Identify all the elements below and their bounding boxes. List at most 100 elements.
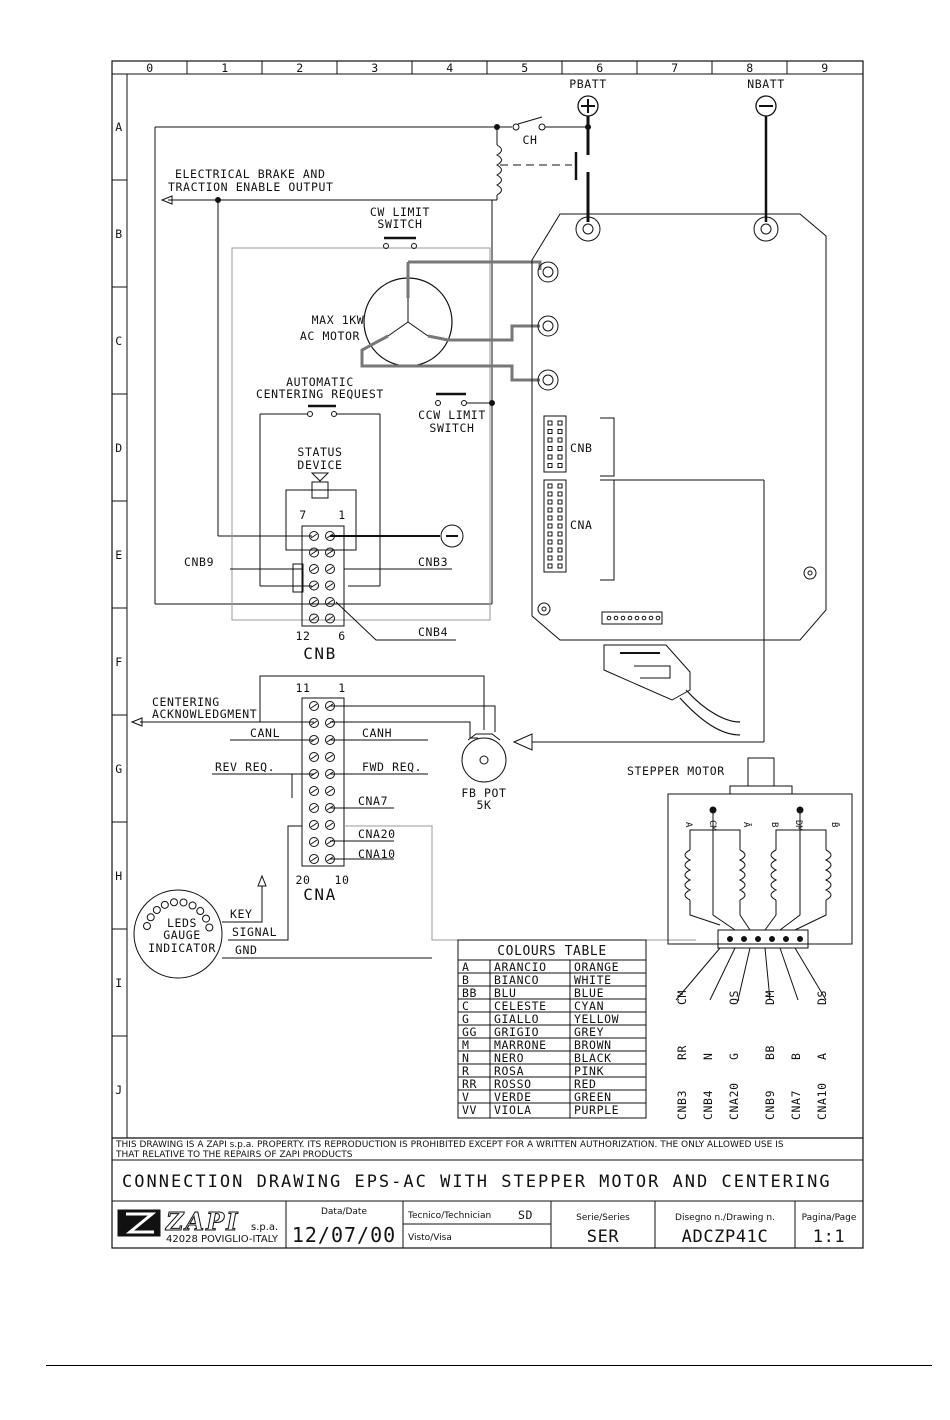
header-pin [557,420,563,426]
connector-pin [309,597,319,607]
svg-text:LEDS: LEDS [167,916,197,930]
controller-board: CNB CNA [512,213,827,751]
svg-text:NBATT: NBATT [747,77,785,91]
colours-table-cell: YELLOW [574,1012,619,1026]
svg-text:CNA10: CNA10 [358,847,396,861]
svg-text:CM: CM [675,990,689,1005]
connector-pin [309,803,319,813]
svg-text:CNB4: CNB4 [418,625,448,639]
svg-text:6: 6 [338,629,346,643]
svg-text:5K: 5K [476,798,491,812]
svg-text:THAT RELATIVE TO THE REPAIRS O: THAT RELATIVE TO THE REPAIRS OF ZAPI PRO… [115,1150,353,1160]
header-pin [557,539,563,545]
colours-table-cell: GREY [574,1025,604,1039]
brake-output-label: ELECTRICAL BRAKE AND TRACTION ENABLE OUT… [168,167,333,194]
svg-text:I: I [115,976,123,990]
svg-text:COLOURS TABLE: COLOURS TABLE [497,944,607,959]
led-icon [152,905,161,914]
svg-text:AUTOMATIC: AUTOMATIC [286,375,354,389]
svg-text:G: G [115,762,123,776]
svg-text:INDICATOR: INDICATOR [148,941,216,955]
header-pin [547,547,553,553]
header-pin [547,429,553,434]
svg-text:DS: DS [815,990,829,1005]
feedback-potentiometer: FB POT 5K [461,733,507,812]
header-pin [547,463,553,468]
svg-text:QS: QS [727,990,741,1005]
colours-table-cell: ROSSO [494,1077,532,1091]
svg-text:MAX 1KW: MAX 1KW [312,313,365,327]
svg-text:ELECTRICAL BRAKE AND: ELECTRICAL BRAKE AND [175,167,325,181]
svg-text:CNB9: CNB9 [763,1090,777,1120]
svg-text:10: 10 [334,873,349,887]
svg-text:AC MOTOR: AC MOTOR [300,329,360,343]
colours-table-cell: B [462,973,470,987]
svg-text:GND: GND [235,943,258,957]
colours-table-cell: RR [462,1077,477,1091]
colours-table-cell: RED [574,1077,597,1091]
automatic-centering-switch: AUTOMATIC CENTERING REQUEST [256,375,383,587]
battery-negative: NBATT [747,77,785,222]
header-pin [648,615,654,621]
led-icon [179,898,188,907]
connector-pin [769,936,775,942]
page-bottom-rule [46,1365,932,1366]
svg-text:CNB9: CNB9 [184,555,214,569]
colours-table-cell: ROSA [494,1064,524,1078]
svg-text:STEPPER MOTOR: STEPPER MOTOR [627,764,725,778]
svg-text:CENTERING: CENTERING [152,695,220,709]
svg-text:CNA20: CNA20 [727,1082,741,1120]
svg-text:B̄: B̄ [829,822,841,827]
sheet-frame [111,60,864,1249]
led-icon [188,901,197,910]
connector-pin [755,936,761,942]
header-pin [557,507,563,513]
svg-text:1: 1 [221,61,229,75]
svg-text:6: 6 [596,61,604,75]
svg-text:CNB: CNB [570,441,593,455]
led-icon [160,900,169,909]
svg-text:KEY: KEY [230,907,253,921]
header-pin [557,563,563,569]
svg-text:G: G [727,1052,741,1060]
colours-table-cell: GREEN [574,1090,612,1104]
svg-text:CNB3: CNB3 [418,555,448,569]
header-pin [634,615,640,621]
svg-text:1: 1 [338,508,346,522]
colours-table-cell: R [462,1064,470,1078]
header-pin [547,420,553,426]
svg-text:ADCZP41C: ADCZP41C [682,1227,769,1247]
svg-text:CNB3: CNB3 [675,1090,689,1120]
colours-table-cell: A [462,960,470,974]
svg-text:Data/Date: Data/Date [321,1207,367,1217]
header-pin [557,463,563,468]
svg-text:5: 5 [521,61,529,75]
colours-table-cell: BLUE [574,986,604,1000]
colours-table-cell: C [462,999,470,1013]
colours-table-cell: BLU [494,986,517,1000]
svg-text:F: F [115,655,123,669]
svg-text:BB: BB [763,1045,777,1060]
colours-table-cell: VIOLA [494,1103,532,1117]
svg-text:20: 20 [295,873,310,887]
svg-text:A: A [683,822,693,828]
colours-table-cell: NERO [494,1051,524,1065]
connector-pin [797,936,803,942]
minus-icon [440,524,464,548]
colours-table-cell: CELESTE [494,999,547,1013]
connector-pin [727,936,733,942]
svg-text:Pagina/Page: Pagina/Page [802,1213,857,1223]
connector-pin [325,786,335,796]
connector-pin [309,547,319,558]
header-pin [547,515,553,521]
svg-text:GAUGE: GAUGE [163,928,201,942]
header-pin [606,615,612,621]
connector-pin [325,718,335,728]
terminal-stud [537,369,559,391]
colours-table-cell: GRIGIO [494,1025,539,1039]
svg-text:3: 3 [371,61,379,75]
header-pin [547,491,553,497]
header-pin [547,531,553,537]
battery-positive: PBATT [569,77,606,222]
